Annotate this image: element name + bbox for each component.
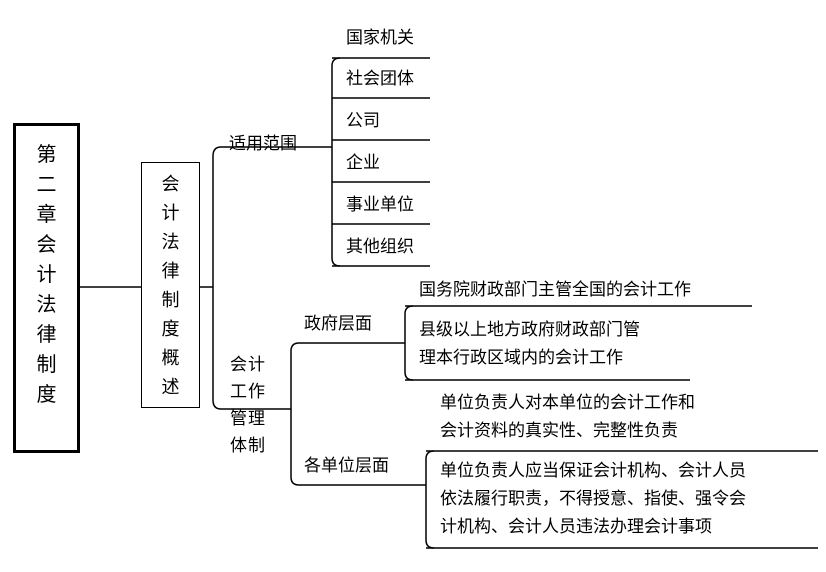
system-bracket bbox=[290, 342, 300, 486]
scope-item-6: 其他组织 bbox=[346, 237, 414, 257]
government-item-1: 国务院财政部门主管全国的会计工作 bbox=[419, 280, 691, 300]
scope-item-2: 社会团体 bbox=[346, 69, 414, 89]
scope-bracket bbox=[331, 57, 341, 267]
scope-item-3: 公司 bbox=[346, 111, 380, 131]
unit-bracket bbox=[425, 450, 435, 549]
scope-label: 适用范围 bbox=[229, 134, 297, 154]
root-node: 第二章会计法律制度 bbox=[13, 123, 80, 453]
main-label: 会计法律制度概述 bbox=[161, 174, 180, 398]
main-bracket bbox=[212, 146, 222, 410]
scope-item-1: 国家机关 bbox=[346, 28, 414, 48]
scope-item-4: 企业 bbox=[346, 153, 380, 173]
system-label: 会计工作管理体制 bbox=[230, 355, 266, 456]
unit-item-2: 单位负责人应当保证会计机构、会计人员 依法履行职责，不得授意、指使、强令会 计机… bbox=[440, 461, 746, 537]
government-label: 政府层面 bbox=[304, 314, 372, 334]
main-node: 会计法律制度概述 bbox=[141, 162, 200, 408]
government-item-2: 县级以上地方政府财政部门管 理本行政区域内的会计工作 bbox=[419, 320, 640, 368]
root-label: 第二章会计法律制度 bbox=[36, 142, 57, 406]
government-bracket bbox=[404, 305, 414, 381]
unit-item-1: 单位负责人对本单位的会计工作和 会计资料的真实性、完整性负责 bbox=[440, 393, 695, 441]
unit-label: 各单位层面 bbox=[304, 456, 389, 476]
scope-item-5: 事业单位 bbox=[346, 195, 414, 215]
